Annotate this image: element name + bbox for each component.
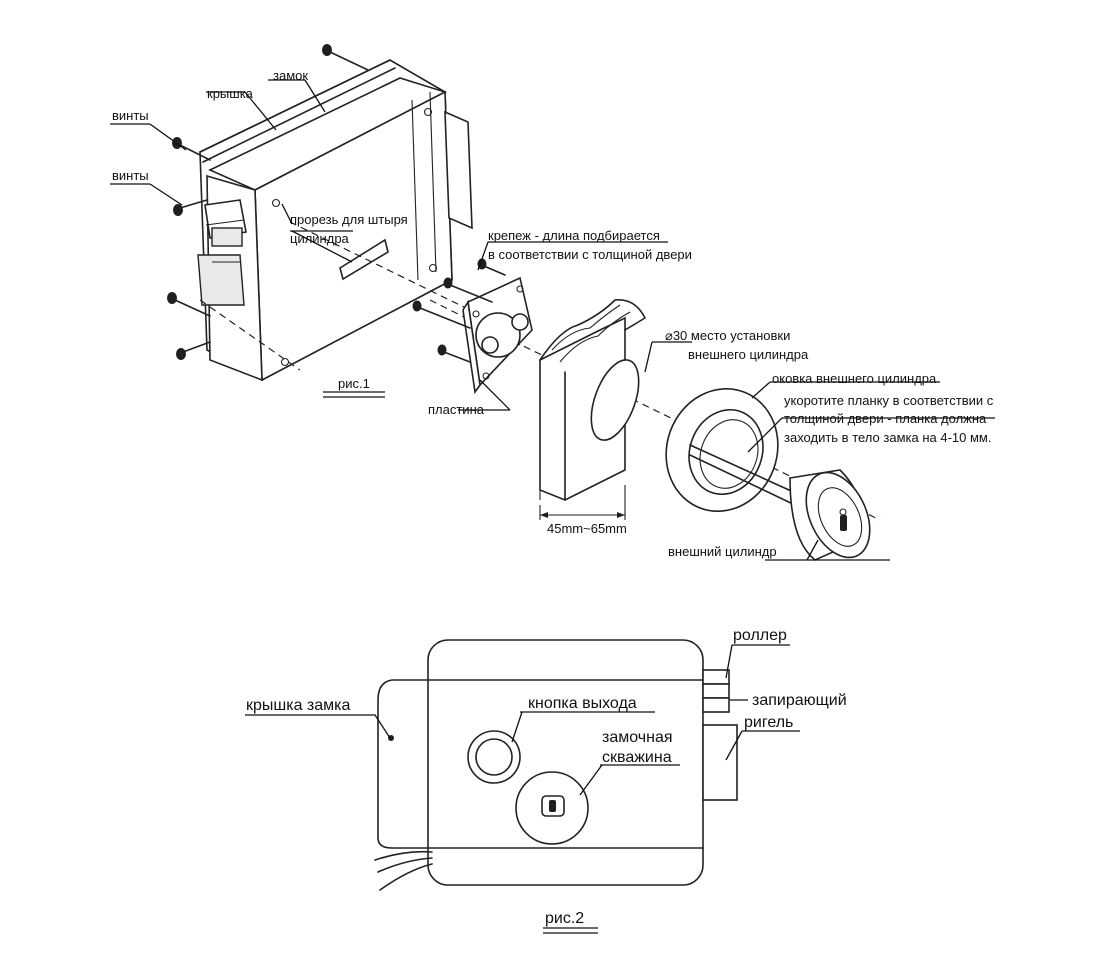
label-shorten-line1: укоротите планку в соответствии с [784, 393, 994, 408]
label-shorten-line2: толщиной двери - планка должна [784, 411, 987, 426]
wires [374, 850, 433, 891]
lock-cover-panel [377, 679, 431, 849]
label-lock-cover: крышка замка [246, 697, 351, 714]
label-slot-line1: прорезь для штыря [290, 212, 408, 227]
label-keyhole-line2: скважина [602, 749, 672, 766]
label-bolt-line1: запирающий [752, 692, 847, 709]
label-hole-line2: внешнего цилиндра [688, 347, 809, 362]
roller [702, 669, 730, 713]
door-section [539, 299, 646, 501]
figure2-front-view: крышка замка кнопка выхода замочная сква… [245, 627, 847, 934]
label-fastener-line1: крепеж - длина подбирается [488, 228, 660, 243]
label-fastener-line2: в соответствии с толщиной двери [488, 247, 692, 262]
lock-body [197, 59, 473, 382]
cylinder-rosette [665, 387, 779, 513]
screw-left-3 [176, 341, 211, 360]
label-plate: пластина [428, 402, 485, 417]
figure2-leaders [245, 644, 800, 934]
figure1-exploded-view: крышка замок винты винты прорезь для шты… [110, 44, 995, 561]
label-cylinder: внешний цилиндр [668, 544, 777, 559]
label-lock: замок [273, 68, 308, 83]
label-screws-top: винты [112, 108, 149, 123]
label-cover: крышка [207, 86, 254, 101]
screw-left-2 [167, 292, 211, 317]
label-thickness: 45mm~65mm [547, 521, 627, 536]
fastener-screws [412, 258, 506, 363]
label-roller: роллер [733, 627, 787, 644]
label-exit-button: кнопка выхода [528, 695, 637, 712]
label-keyhole-line1: замочная [602, 729, 673, 746]
label-hole-line1: ⌀30 место установки [665, 328, 790, 343]
label-slot-line2: цилиндра [290, 231, 350, 246]
label-shorten-line3: заходить в тело замка на 4-10 мм. [784, 430, 991, 445]
caption-figure2: рис.2 [545, 910, 584, 927]
exit-button [467, 730, 521, 784]
locking-bolt [702, 724, 738, 801]
mounting-plate [462, 276, 533, 395]
figure1-leaders [110, 79, 995, 561]
label-rosette: оковка внешнего цилиндра [772, 371, 937, 386]
label-bolt-line2: ригель [744, 714, 793, 731]
outer-cylinder [689, 444, 871, 561]
keyhole [515, 771, 589, 845]
caption-figure1: рис.1 [338, 376, 370, 391]
screw-left-1 [173, 199, 208, 216]
screw-upper-left [172, 137, 211, 161]
label-screws-side: винты [112, 168, 149, 183]
screw-top [322, 44, 369, 71]
